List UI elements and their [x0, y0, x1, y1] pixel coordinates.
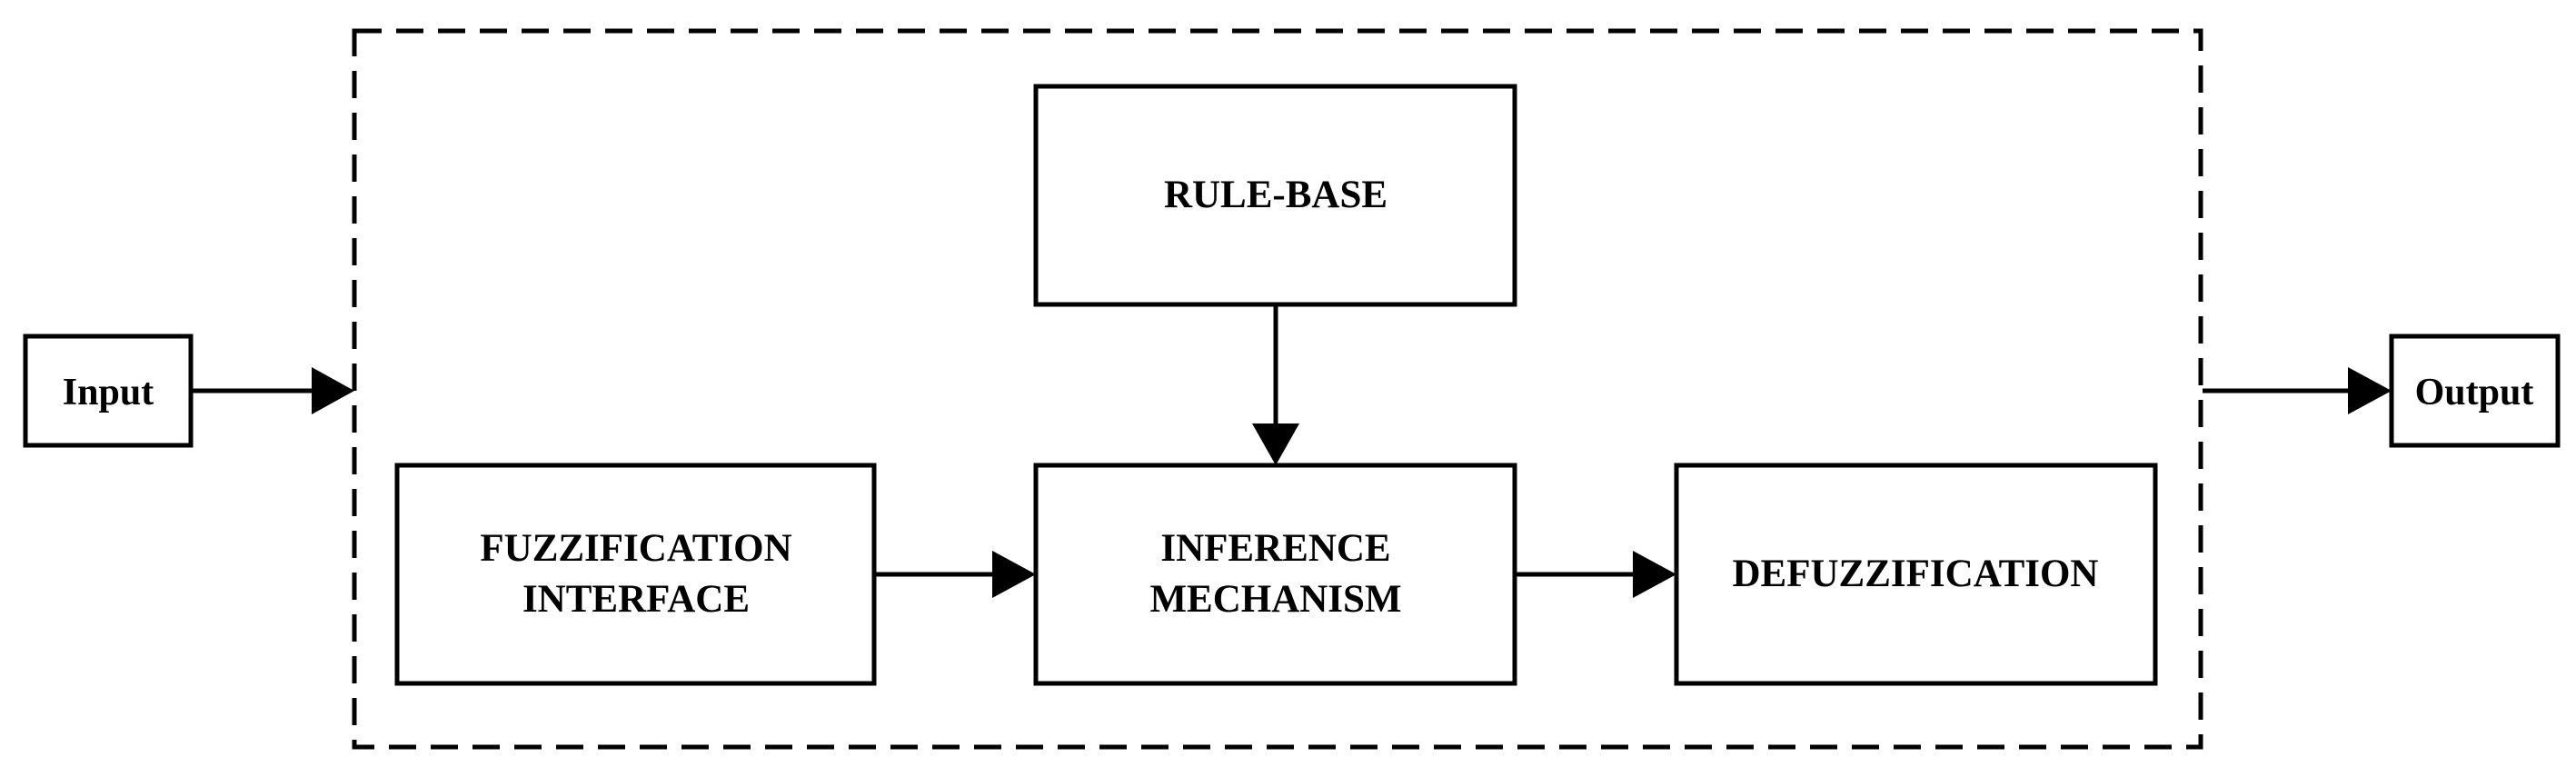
fuzzification-label-line2: INTERFACE	[522, 578, 750, 621]
inference-block: INFERENCE MECHANISM	[1033, 463, 1517, 686]
arrowhead-output	[2348, 367, 2392, 414]
input-box	[23, 334, 194, 448]
arrowhead-rulebase	[1252, 423, 1299, 465]
connectors	[193, 306, 2392, 598]
fuzzification-box	[394, 463, 877, 686]
inference-label-line1: INFERENCE	[1160, 527, 1390, 570]
output-label: Output	[2415, 372, 2534, 413]
system-boundary	[352, 28, 2203, 750]
rule-base-label: RULE-BASE	[1164, 174, 1387, 216]
fuzzification-label-line1: FUZZIFICATION	[480, 527, 791, 570]
arrowhead-fuzzification	[992, 551, 1036, 598]
defuzzification-label: DEFUZZIFICATION	[1733, 553, 2099, 595]
output-block: Output	[2389, 334, 2561, 448]
input-block: Input	[23, 334, 194, 448]
inference-box	[1033, 463, 1517, 686]
defuzzification-block: DEFUZZIFICATION	[1674, 463, 2158, 686]
rule-base-box	[1033, 84, 1517, 307]
rule-base-block: RULE-BASE	[1033, 84, 1517, 307]
inference-label-line2: MECHANISM	[1149, 578, 1401, 621]
input-label: Input	[63, 372, 154, 413]
defuzzification-box	[1674, 463, 2158, 686]
arrowhead-inference	[1633, 551, 1676, 598]
arrowhead-input	[312, 367, 354, 414]
fuzzification-block: FUZZIFICATION INTERFACE	[394, 463, 877, 686]
